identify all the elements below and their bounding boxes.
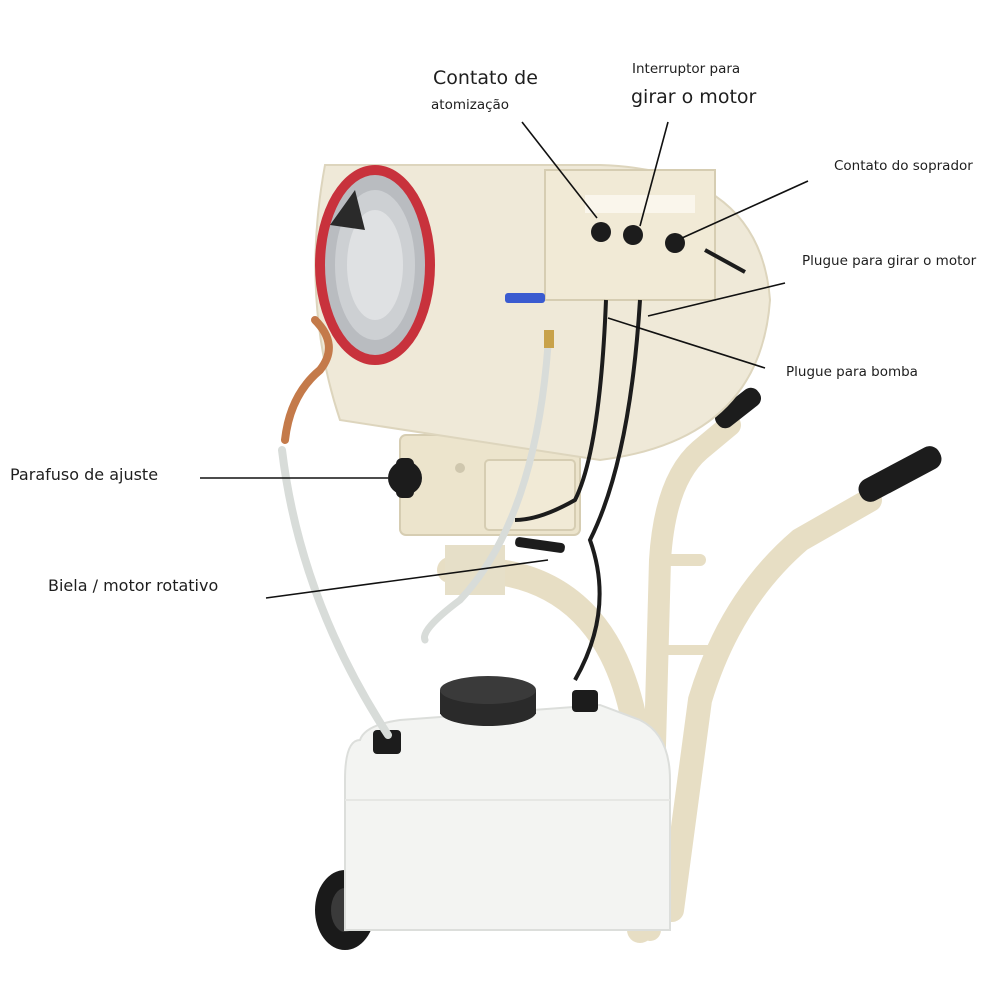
leader-interruptor	[639, 121, 669, 227]
tank-port-right	[572, 690, 598, 712]
label-parafuso-ajuste: Parafuso de ajuste	[10, 465, 159, 484]
support-arm	[399, 434, 581, 595]
connecting-rod	[515, 537, 565, 553]
cable-pump	[573, 299, 642, 681]
tank-cap-icon	[440, 676, 536, 726]
label-contato-atomizacao-sub: atomização	[431, 97, 510, 113]
leader-contato-soprador	[681, 180, 809, 239]
water-hose-left	[278, 446, 392, 739]
copper-nozzle	[281, 316, 333, 444]
leader-lines	[200, 121, 809, 599]
valve-blue	[505, 293, 545, 303]
leader-contato-atomizacao	[521, 121, 598, 219]
cable-motor	[514, 299, 608, 522]
leader-biela	[265, 559, 549, 599]
brass-fitting	[544, 330, 554, 348]
label-contato-atomizacao: Contato de	[433, 67, 538, 89]
knob-icon	[388, 458, 422, 498]
handle-grip-icon	[714, 387, 942, 502]
label-plugue-bomba: Plugue para bomba	[786, 364, 918, 380]
water-hose-center	[421, 341, 552, 644]
tank-port-left	[373, 730, 401, 754]
label-contato-soprador: Contato do soprador	[834, 158, 973, 174]
cable-blower	[704, 248, 746, 274]
switch-icon	[591, 222, 685, 253]
leader-plugue-bomba	[607, 317, 766, 369]
label-interruptor: Interruptor para	[632, 61, 741, 77]
leader-plugue-motor	[647, 282, 786, 317]
label-interruptor-sub: girar o motor	[631, 86, 757, 108]
label-biela-motor: Biela / motor rotativo	[48, 576, 219, 595]
label-plugue-girar-motor: Plugue para girar o motor	[802, 253, 977, 269]
